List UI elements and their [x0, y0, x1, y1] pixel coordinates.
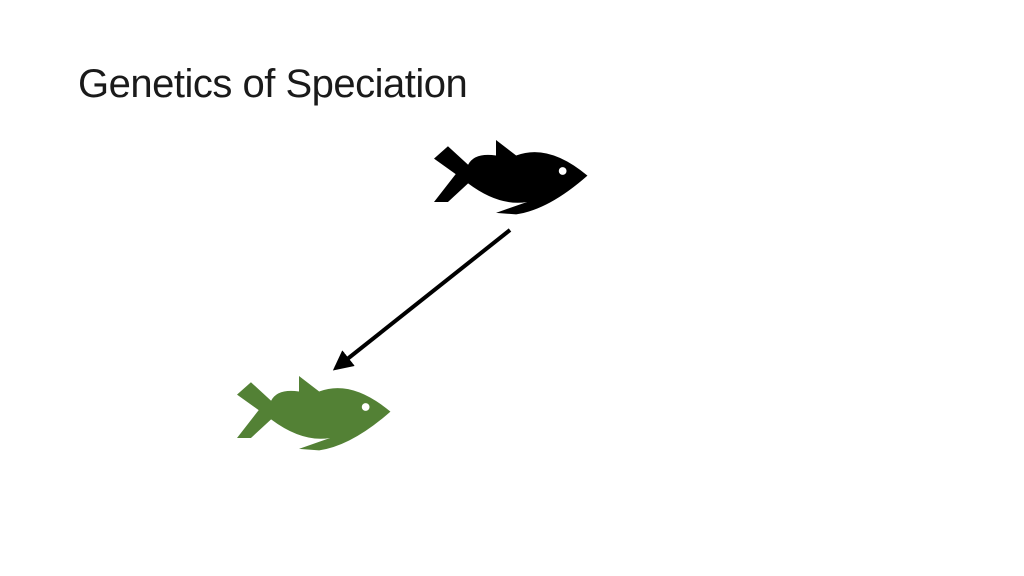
- ancestral-fish-icon: [434, 140, 588, 215]
- slide-title: Genetics of Speciation: [78, 62, 468, 106]
- fish-eye-icon: [361, 403, 370, 411]
- descendant-fish-icon: [237, 376, 391, 451]
- arrow-icon: [332, 228, 512, 371]
- fish-eye-icon: [558, 167, 567, 175]
